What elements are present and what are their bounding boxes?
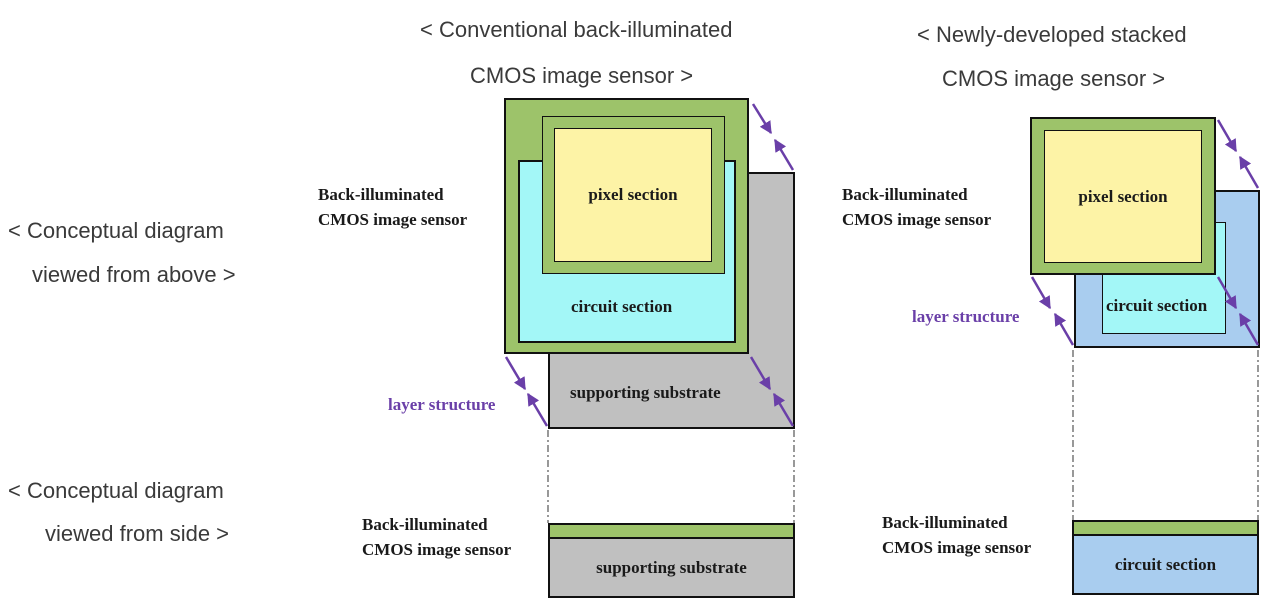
stacked-title-line2: CMOS image sensor > <box>942 66 1166 91</box>
stacked-side-circuit-section: circuit section <box>1072 534 1259 595</box>
stacked-circuit-section-label: circuit section <box>1106 296 1208 315</box>
row-side-label-line1: < Conceptual diagram <box>8 478 224 503</box>
conventional-arrow-left-2 <box>526 392 549 427</box>
conventional-arrow-top-2 <box>773 138 795 171</box>
conventional-side-bi-label-line1: Back-illuminated <box>362 515 488 534</box>
conventional-title-line2: CMOS image sensor > <box>470 63 694 88</box>
conventional-title-line1: < Conventional back-illuminated <box>420 17 733 42</box>
stacked-arrow-right-1 <box>1216 276 1238 310</box>
conventional-side-substrate-label: supporting substrate <box>596 557 747 577</box>
stacked-bi-label-line2: CMOS image sensor <box>842 210 992 229</box>
stacked-title-line1: < Newly-developed stacked <box>917 22 1187 47</box>
stacked-arrow-left-1 <box>1030 276 1052 310</box>
stacked-arrow-right-2 <box>1238 312 1260 346</box>
stacked-arrow-top-2 <box>1238 155 1260 189</box>
conventional-arrow-top <box>751 103 773 135</box>
conventional-arrow-left-1 <box>504 356 527 391</box>
conventional-arrow-right-1 <box>749 356 772 391</box>
conventional-bi-label-line1: Back-illuminated <box>318 185 444 204</box>
conventional-pixel-section-label: pixel section <box>588 185 678 204</box>
conventional-layer-structure-label: layer structure <box>388 395 496 414</box>
conventional-supporting-substrate-label: supporting substrate <box>570 383 721 402</box>
row-side-label-line2: viewed from side > <box>45 521 230 546</box>
conventional-side-supporting-substrate: supporting substrate <box>548 537 795 598</box>
stacked-side-bi-label-line2: CMOS image sensor <box>882 538 1032 557</box>
stacked-arrow-left-2 <box>1053 312 1075 346</box>
stacked-layer-structure-label: layer structure <box>912 307 1020 326</box>
conventional-side-bi-label-line2: CMOS image sensor <box>362 540 512 559</box>
stacked-arrow-top-1 <box>1216 119 1238 153</box>
conventional-circuit-section-label: circuit section <box>571 297 673 316</box>
row-above-label-line1: < Conceptual diagram <box>8 218 224 243</box>
stacked-side-circuit-label: circuit section <box>1114 554 1217 574</box>
stacked-pixel-section: pixel section <box>1044 130 1202 263</box>
stacked-bi-label-line1: Back-illuminated <box>842 185 968 204</box>
stacked-side-bi-label-line1: Back-illuminated <box>882 513 1008 532</box>
conventional-arrow-right-2 <box>772 392 795 427</box>
row-above-label-line2: viewed from above > <box>32 262 236 287</box>
conventional-bi-label-line2: CMOS image sensor <box>318 210 468 229</box>
conventional-pixel-section: pixel section <box>554 128 712 262</box>
stacked-pixel-section-label: pixel section <box>1078 186 1168 206</box>
